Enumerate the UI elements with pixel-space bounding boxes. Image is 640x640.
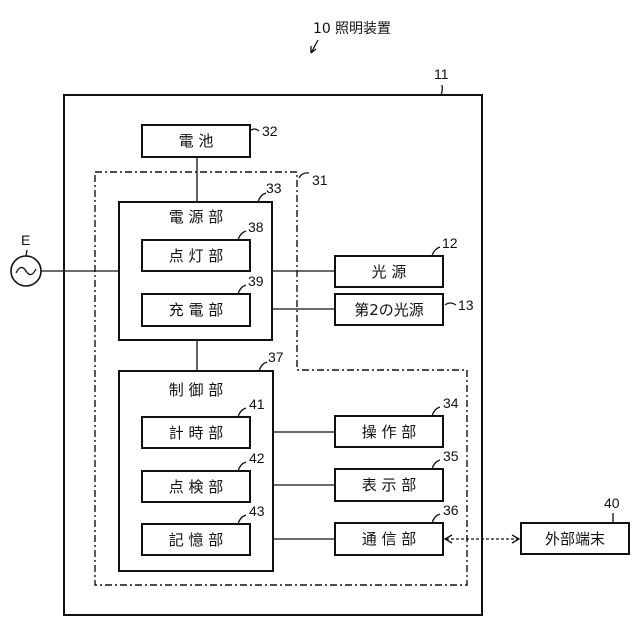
ac-source-label: E bbox=[21, 232, 30, 248]
figure-number: 10 bbox=[313, 21, 331, 37]
lighting-unit-ref: 38 bbox=[248, 219, 264, 235]
power-unit-block: 電 源 部 33 点 灯 部 38 充 電 部 39 bbox=[119, 180, 282, 340]
control-unit-label: 制 御 部 bbox=[169, 381, 224, 399]
inspection-unit-label: 点 検 部 bbox=[169, 478, 224, 496]
housing-leader bbox=[441, 85, 442, 95]
storage-unit-label: 記 憶 部 bbox=[169, 531, 224, 549]
charging-unit-label: 充 電 部 bbox=[169, 301, 224, 319]
housing-ref: 11 bbox=[434, 66, 449, 82]
light-source-ref: 12 bbox=[442, 235, 458, 251]
control-unit-block: 制 御 部 37 計 時 部 41 点 検 部 42 記 憶 部 43 bbox=[119, 349, 284, 571]
battery-ref: 32 bbox=[262, 123, 278, 139]
display-unit-label: 表 示 部 bbox=[362, 476, 417, 494]
power-unit-ref: 33 bbox=[266, 180, 282, 196]
battery-label: 電 池 bbox=[179, 132, 214, 150]
figure-title: 照明装置 bbox=[335, 21, 391, 37]
external-terminal-ref: 40 bbox=[604, 495, 620, 511]
control-unit-ref: 37 bbox=[268, 349, 284, 365]
communication-unit-ref: 36 bbox=[443, 502, 459, 518]
light-source-label: 光 源 bbox=[372, 263, 407, 281]
external-terminal-label: 外部端末 bbox=[545, 530, 605, 548]
second-light-source-label: 第2の光源 bbox=[354, 301, 424, 319]
external-terminal-block: 外部端末 40 bbox=[521, 495, 629, 554]
lighting-unit-label: 点 灯 部 bbox=[169, 247, 224, 265]
timer-unit-label: 計 時 部 bbox=[169, 424, 224, 442]
timer-unit-ref: 41 bbox=[249, 396, 265, 412]
display-unit-ref: 35 bbox=[443, 448, 459, 464]
operation-unit-ref: 34 bbox=[443, 395, 459, 411]
second-light-source-ref: 13 bbox=[458, 297, 474, 313]
title-pointer-arrow-icon bbox=[311, 40, 318, 53]
communication-unit-label: 通 信 部 bbox=[362, 530, 417, 548]
charging-unit-ref: 39 bbox=[248, 273, 264, 289]
storage-unit-ref: 43 bbox=[249, 503, 265, 519]
inspection-unit-ref: 42 bbox=[249, 450, 265, 466]
control-area-ref: 31 bbox=[312, 172, 328, 188]
ac-source: E bbox=[11, 232, 41, 286]
power-unit-label: 電 源 部 bbox=[169, 208, 224, 226]
operation-unit-label: 操 作 部 bbox=[362, 423, 417, 441]
